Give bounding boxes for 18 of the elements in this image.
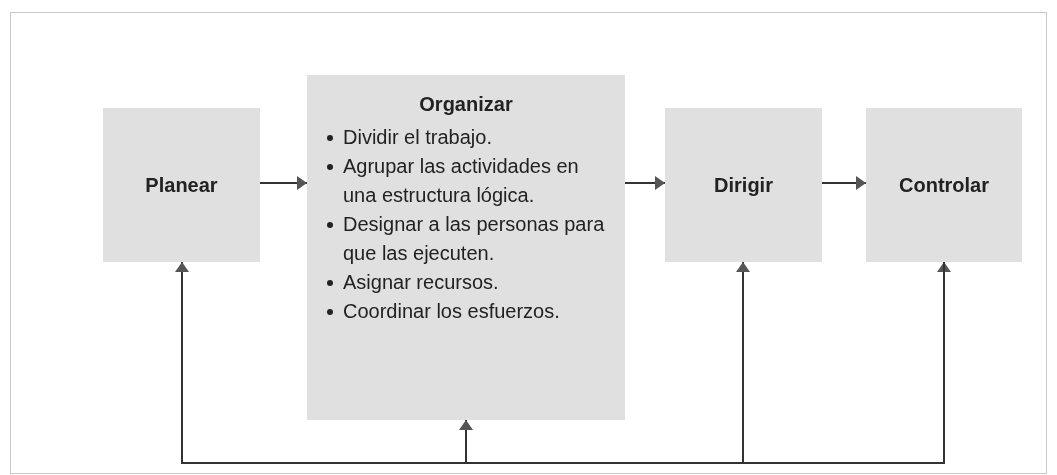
arrow: [736, 261, 945, 464]
box-title: Organizar: [419, 92, 513, 117]
process-box: [307, 75, 625, 420]
box-title: Dirigir: [714, 173, 773, 198]
bullet-item: Coordinar los esfuerzos.: [343, 299, 560, 324]
arrow: [624, 176, 666, 190]
bullet-item: Dividir el trabajo.: [343, 125, 492, 150]
arrow: [259, 176, 308, 190]
bullet-item: Agrupar las actividades en una estructura lógica.: [343, 154, 580, 208]
process-box: [866, 108, 1022, 262]
box-title: Planear: [145, 173, 218, 198]
arrow: [175, 261, 951, 464]
bullet-item: Designar a las personas para que las ejecuten.: [343, 212, 605, 266]
process-box: [665, 108, 822, 262]
bullet-item: Asignar recursos.: [343, 270, 499, 295]
arrow: [821, 176, 867, 190]
box-title: Controlar: [899, 173, 989, 198]
process-box: [103, 108, 260, 262]
